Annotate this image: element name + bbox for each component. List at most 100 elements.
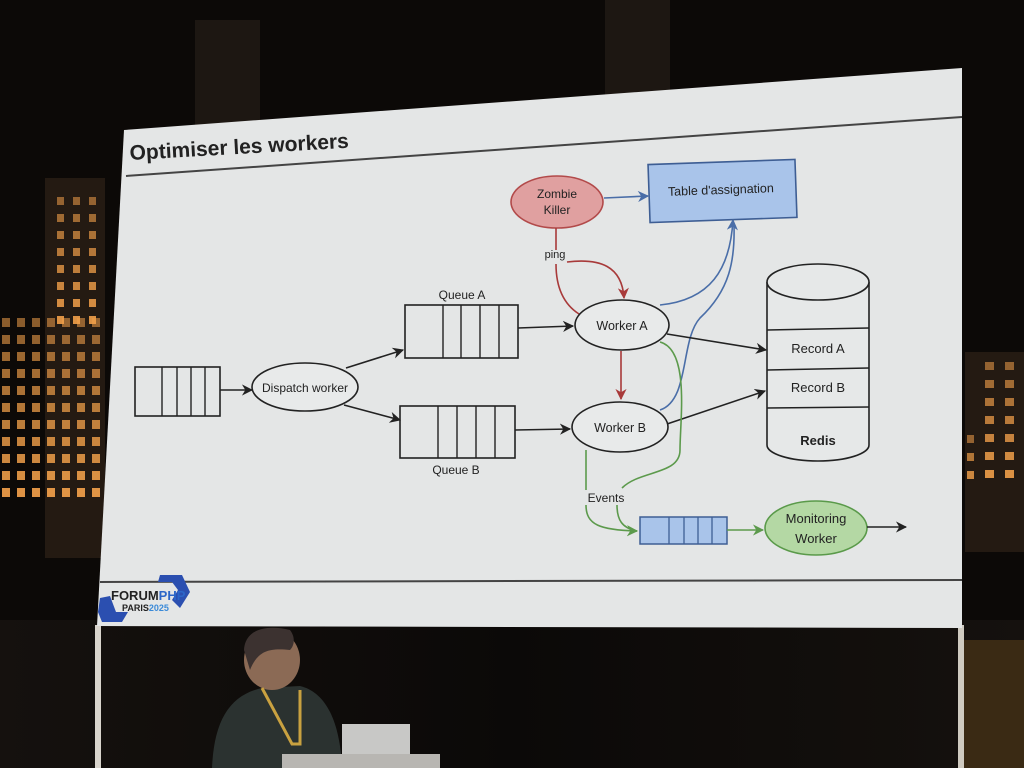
queue-b-label: Queue B bbox=[432, 463, 479, 477]
worker-a-label: Worker A bbox=[596, 319, 648, 333]
lit-window bbox=[2, 318, 10, 327]
lit-window bbox=[73, 214, 80, 222]
lit-window bbox=[17, 437, 25, 446]
stage-curtain bbox=[0, 620, 1024, 768]
lit-window bbox=[1005, 434, 1014, 442]
lit-window bbox=[32, 488, 40, 497]
lit-window bbox=[77, 454, 85, 463]
lit-window bbox=[17, 454, 25, 463]
redis-datastore bbox=[766, 263, 870, 462]
lit-building-decor-left bbox=[2, 178, 105, 558]
lit-window bbox=[92, 403, 100, 412]
lit-window bbox=[89, 299, 96, 307]
lit-window bbox=[57, 299, 64, 307]
lit-window bbox=[985, 452, 994, 460]
arrow-zombie-to-table bbox=[603, 190, 650, 203]
lit-window bbox=[77, 420, 85, 429]
building-body bbox=[965, 352, 1024, 552]
lit-window bbox=[1005, 416, 1014, 424]
lit-window bbox=[2, 335, 10, 344]
arrow-queue-b-to-worker-b bbox=[514, 423, 572, 435]
lit-window bbox=[57, 197, 64, 205]
lit-window bbox=[2, 369, 10, 378]
lit-window bbox=[73, 231, 80, 239]
logo-city: PARIS2025 bbox=[122, 603, 169, 613]
ping-label: ping bbox=[545, 249, 566, 261]
lit-window bbox=[62, 369, 70, 378]
lit-window bbox=[17, 471, 25, 480]
redis-record-b: Record B bbox=[791, 380, 845, 395]
queue-b bbox=[399, 405, 516, 459]
lit-window bbox=[77, 352, 85, 361]
lit-window bbox=[57, 265, 64, 273]
lit-window bbox=[32, 471, 40, 480]
lit-window bbox=[73, 282, 80, 290]
lit-window bbox=[92, 386, 100, 395]
lit-window bbox=[73, 265, 80, 273]
lit-window bbox=[967, 471, 974, 479]
lit-window bbox=[2, 471, 10, 480]
redis-record-a: Record A bbox=[791, 341, 845, 356]
lit-window bbox=[32, 403, 40, 412]
lectern bbox=[282, 754, 440, 768]
lit-window bbox=[32, 369, 40, 378]
lit-window bbox=[1005, 470, 1014, 478]
arrow-dispatch-to-queue-a bbox=[345, 347, 405, 369]
input-queue bbox=[134, 366, 221, 417]
lit-window bbox=[17, 335, 25, 344]
lit-window bbox=[62, 488, 70, 497]
monitoring-worker-label-line2: Worker bbox=[795, 531, 837, 546]
lit-window bbox=[62, 420, 70, 429]
arrow-worker-b-to-record-b bbox=[666, 388, 767, 425]
lit-window bbox=[17, 488, 25, 497]
worker-a-node bbox=[574, 299, 670, 351]
lit-window bbox=[2, 437, 10, 446]
lit-window bbox=[17, 403, 25, 412]
lit-window bbox=[1005, 398, 1014, 406]
arrow-events-to-queue bbox=[585, 504, 639, 537]
lit-window bbox=[47, 420, 55, 429]
lit-window bbox=[92, 471, 100, 480]
lit-window bbox=[77, 403, 85, 412]
lit-window bbox=[62, 386, 70, 395]
arrow-queue-a-to-worker-a bbox=[517, 320, 575, 332]
worker-b-node bbox=[571, 401, 669, 453]
lit-window bbox=[32, 437, 40, 446]
forumphp-logo: FORUMPHP PARIS2025 bbox=[98, 575, 190, 622]
lit-window bbox=[47, 352, 55, 361]
lit-window bbox=[17, 420, 25, 429]
lit-window bbox=[92, 420, 100, 429]
lit-window bbox=[967, 435, 974, 443]
speaker-person bbox=[212, 627, 342, 768]
lit-window bbox=[77, 386, 85, 395]
events-queue bbox=[639, 516, 728, 545]
lit-window bbox=[92, 437, 100, 446]
lit-window bbox=[73, 248, 80, 256]
redis-label: Redis bbox=[800, 433, 835, 448]
lit-window bbox=[77, 488, 85, 497]
lit-window bbox=[73, 197, 80, 205]
lit-window bbox=[57, 282, 64, 290]
footer-divider bbox=[99, 579, 963, 583]
lit-window bbox=[32, 352, 40, 361]
lit-window bbox=[17, 318, 25, 327]
lit-window bbox=[32, 386, 40, 395]
zombie-killer-node bbox=[510, 175, 604, 229]
lit-window bbox=[47, 488, 55, 497]
lit-window bbox=[62, 437, 70, 446]
lit-window bbox=[62, 352, 70, 361]
lit-window bbox=[89, 282, 96, 290]
lit-window bbox=[985, 470, 994, 478]
lit-window bbox=[77, 335, 85, 344]
building-silhouette bbox=[605, 0, 670, 100]
monitoring-worker-node bbox=[764, 500, 868, 556]
lit-window bbox=[32, 454, 40, 463]
lit-window bbox=[89, 231, 96, 239]
lit-window bbox=[985, 434, 994, 442]
logo-shape bbox=[158, 575, 190, 608]
lit-window bbox=[57, 248, 64, 256]
lit-window bbox=[32, 420, 40, 429]
lit-window bbox=[57, 316, 64, 324]
table-assignation-label: Table d'assignation bbox=[668, 181, 774, 199]
